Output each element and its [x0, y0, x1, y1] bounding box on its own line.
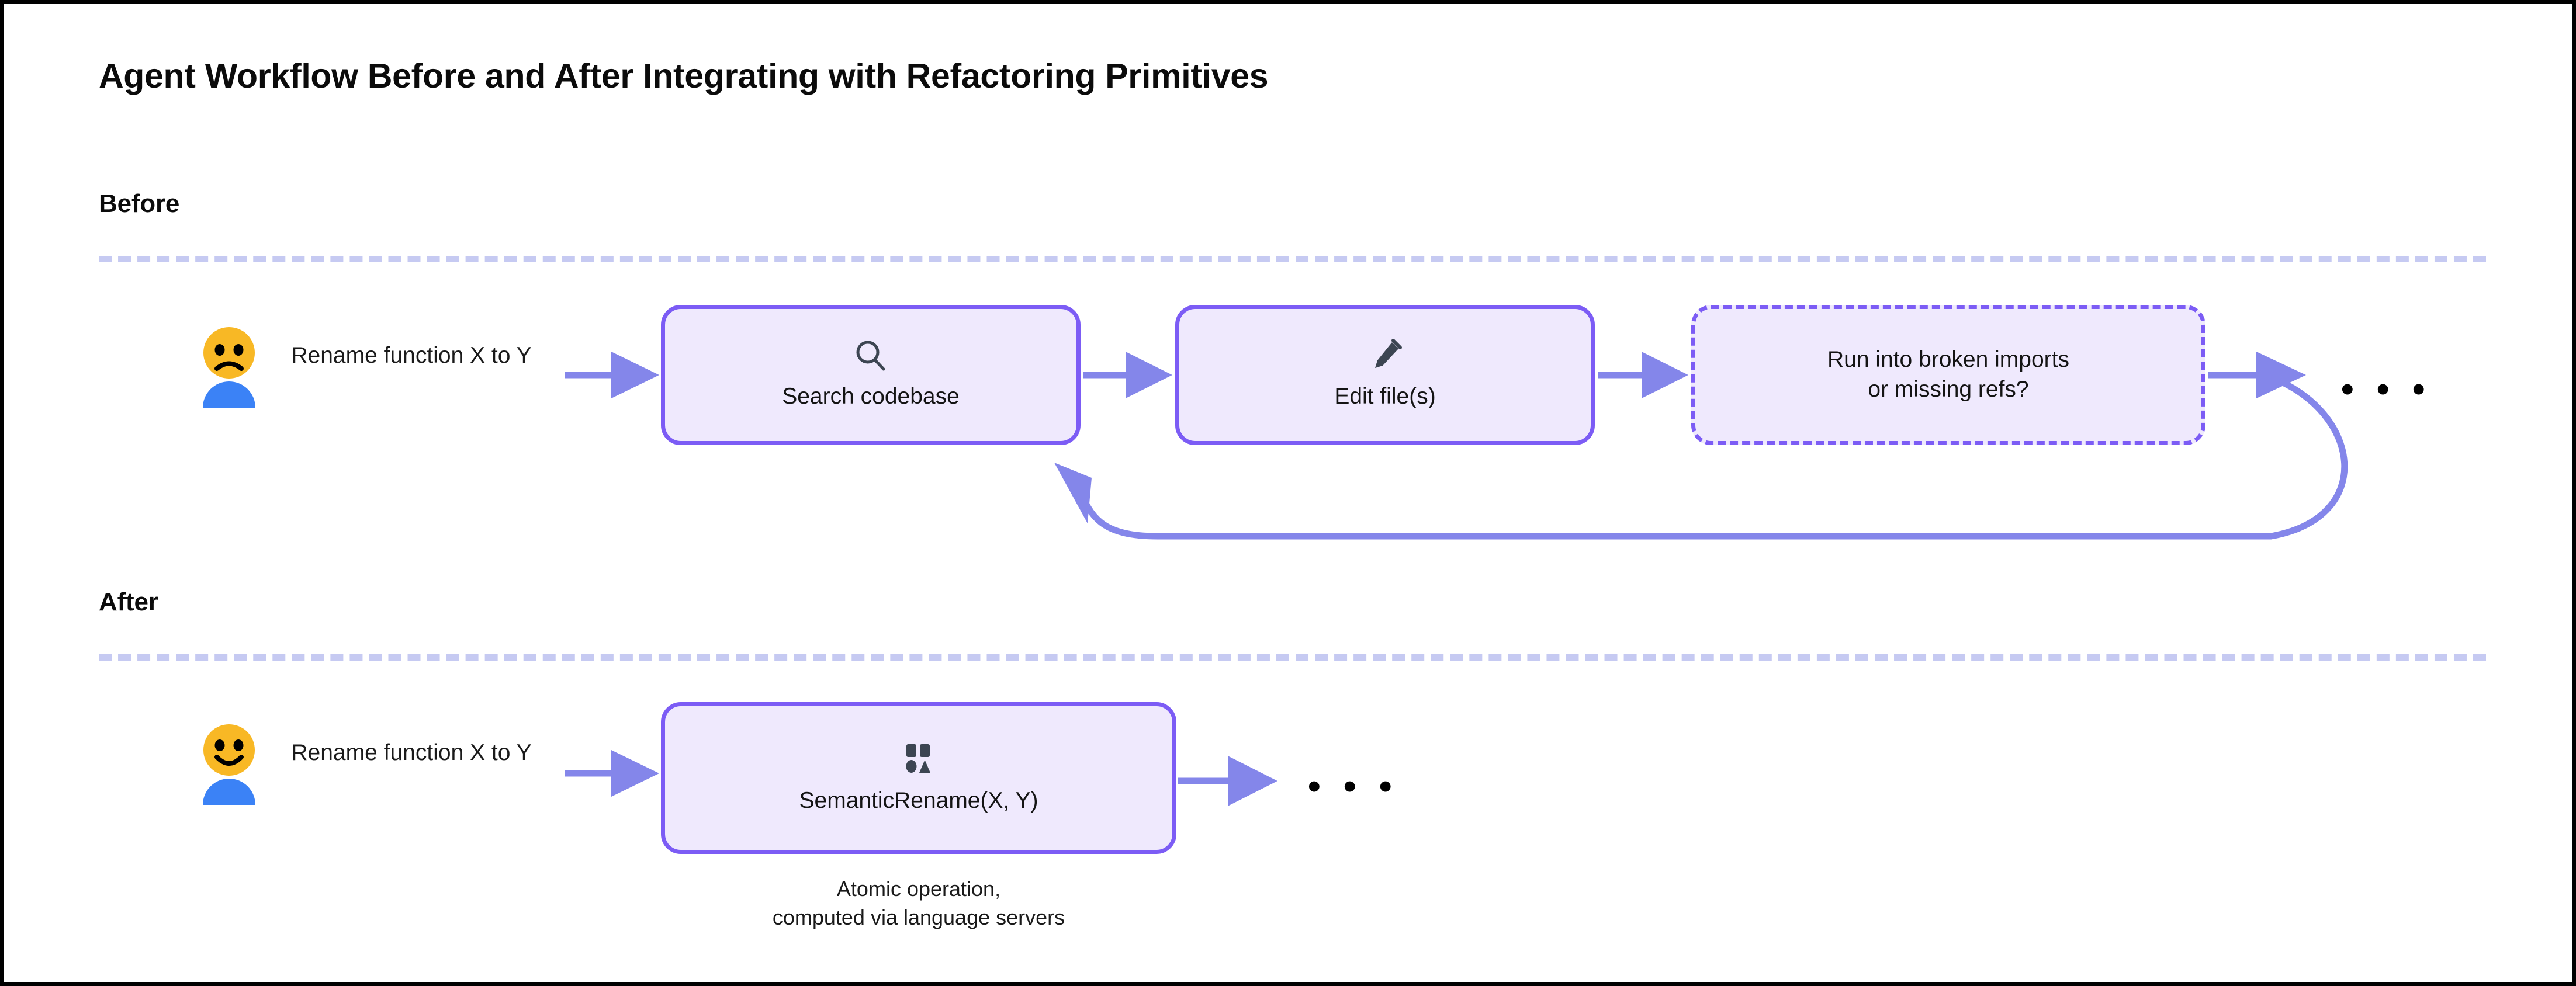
arrow-search-to-edit	[1083, 352, 1172, 398]
node-edit-files[interactable]: Edit file(s)	[1175, 305, 1595, 445]
section-divider-before	[99, 256, 2486, 262]
ellipsis-before: • • •	[2341, 369, 2432, 409]
page-title: Agent Workflow Before and After Integrat…	[99, 57, 1269, 95]
node-label: Search codebase	[782, 383, 960, 409]
arrow-edit-to-run	[1598, 352, 1688, 398]
arrow-person-to-semantic-rename	[565, 750, 659, 797]
node-label: SemanticRename(X, Y)	[799, 787, 1038, 813]
pencil-icon	[1368, 338, 1402, 373]
arrow-semantic-rename-to-ellipsis	[1178, 756, 1277, 806]
node-label: Run into broken imports or missing refs?	[1827, 347, 2070, 402]
search-icon	[854, 339, 888, 373]
arrow-person-to-search	[565, 352, 659, 398]
section-divider-after	[99, 654, 2486, 661]
node-run-into-broken-imports[interactable]: Run into broken imports or missing refs?	[1691, 305, 2205, 445]
section-label-after: After	[99, 588, 158, 616]
connector-layer	[565, 352, 2348, 806]
node-semantic-rename[interactable]: SemanticRename(X, Y)	[661, 702, 1176, 854]
section-label-before: Before	[99, 189, 180, 218]
semantic-shapes-icon	[901, 741, 937, 777]
person-frowning-icon	[195, 326, 264, 408]
node-search-codebase[interactable]: Search codebase	[661, 305, 1081, 445]
node-caption-semantic-rename: Atomic operation, computed via language …	[772, 877, 1065, 929]
ellipsis-after: • • •	[1308, 766, 1398, 807]
node-label: Edit file(s)	[1334, 383, 1436, 409]
prompt-text-before: Rename function X to Y	[291, 343, 532, 368]
arrow-run-to-ellipsis	[2208, 352, 2306, 398]
prompt-text-after: Rename function X to Y	[291, 740, 532, 765]
person-smiling-icon	[195, 723, 264, 805]
